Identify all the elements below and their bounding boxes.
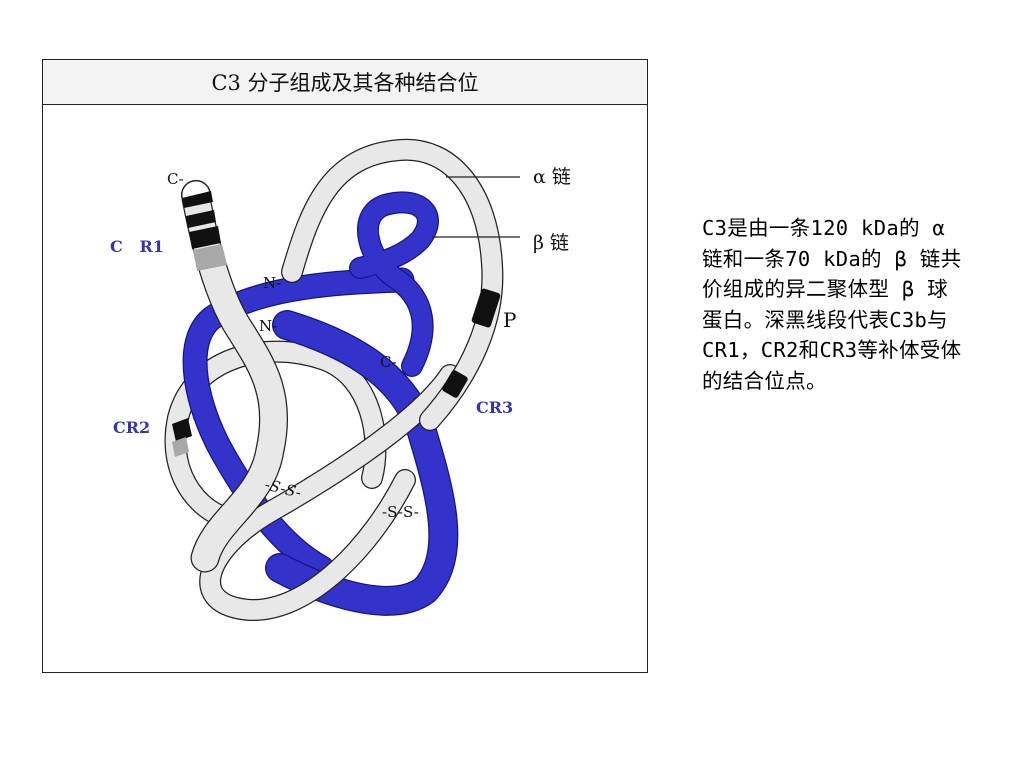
- cr3-binding-site: [442, 370, 468, 398]
- beta-chain-main-band: [265, 310, 459, 616]
- alpha-chain-upper-loop: [281, 138, 504, 431]
- alpha-chain-vertical-strand: [181, 183, 288, 573]
- cr2-binding-site: [172, 418, 192, 457]
- beta-chain-upper-hook: [349, 191, 439, 377]
- figure-title: C3 分子组成及其各种结合位: [43, 60, 647, 105]
- alpha-chain-label: α 链: [533, 166, 571, 188]
- beta-chain-label: β 链: [533, 232, 569, 254]
- disulfide-bond-left-label: -S-S-: [263, 475, 303, 501]
- p-site-label: P: [503, 308, 516, 332]
- cr1-binding-site: [182, 191, 227, 271]
- cr3-label: CR3: [476, 398, 513, 417]
- cr2-label: CR2: [113, 418, 150, 437]
- c-terminus-top-label: C-: [167, 170, 184, 188]
- p-binding-site: [471, 288, 501, 328]
- alpha-c-terminus-cap: [180, 180, 211, 199]
- cr1-label: C R1: [110, 237, 164, 256]
- c-terminus-beta-label: C-: [380, 353, 397, 371]
- alpha-chain-lower-loop: [164, 340, 387, 531]
- description-text: C3是由一条120 kDa的 α 链和一条70 kDa的 β 链共价组成的异二聚…: [702, 216, 962, 393]
- n-terminus-alpha-label: N-: [263, 274, 281, 292]
- disulfide-bond-right-label: -S-S-: [382, 503, 419, 521]
- n-terminus-beta-label: N-: [259, 317, 277, 335]
